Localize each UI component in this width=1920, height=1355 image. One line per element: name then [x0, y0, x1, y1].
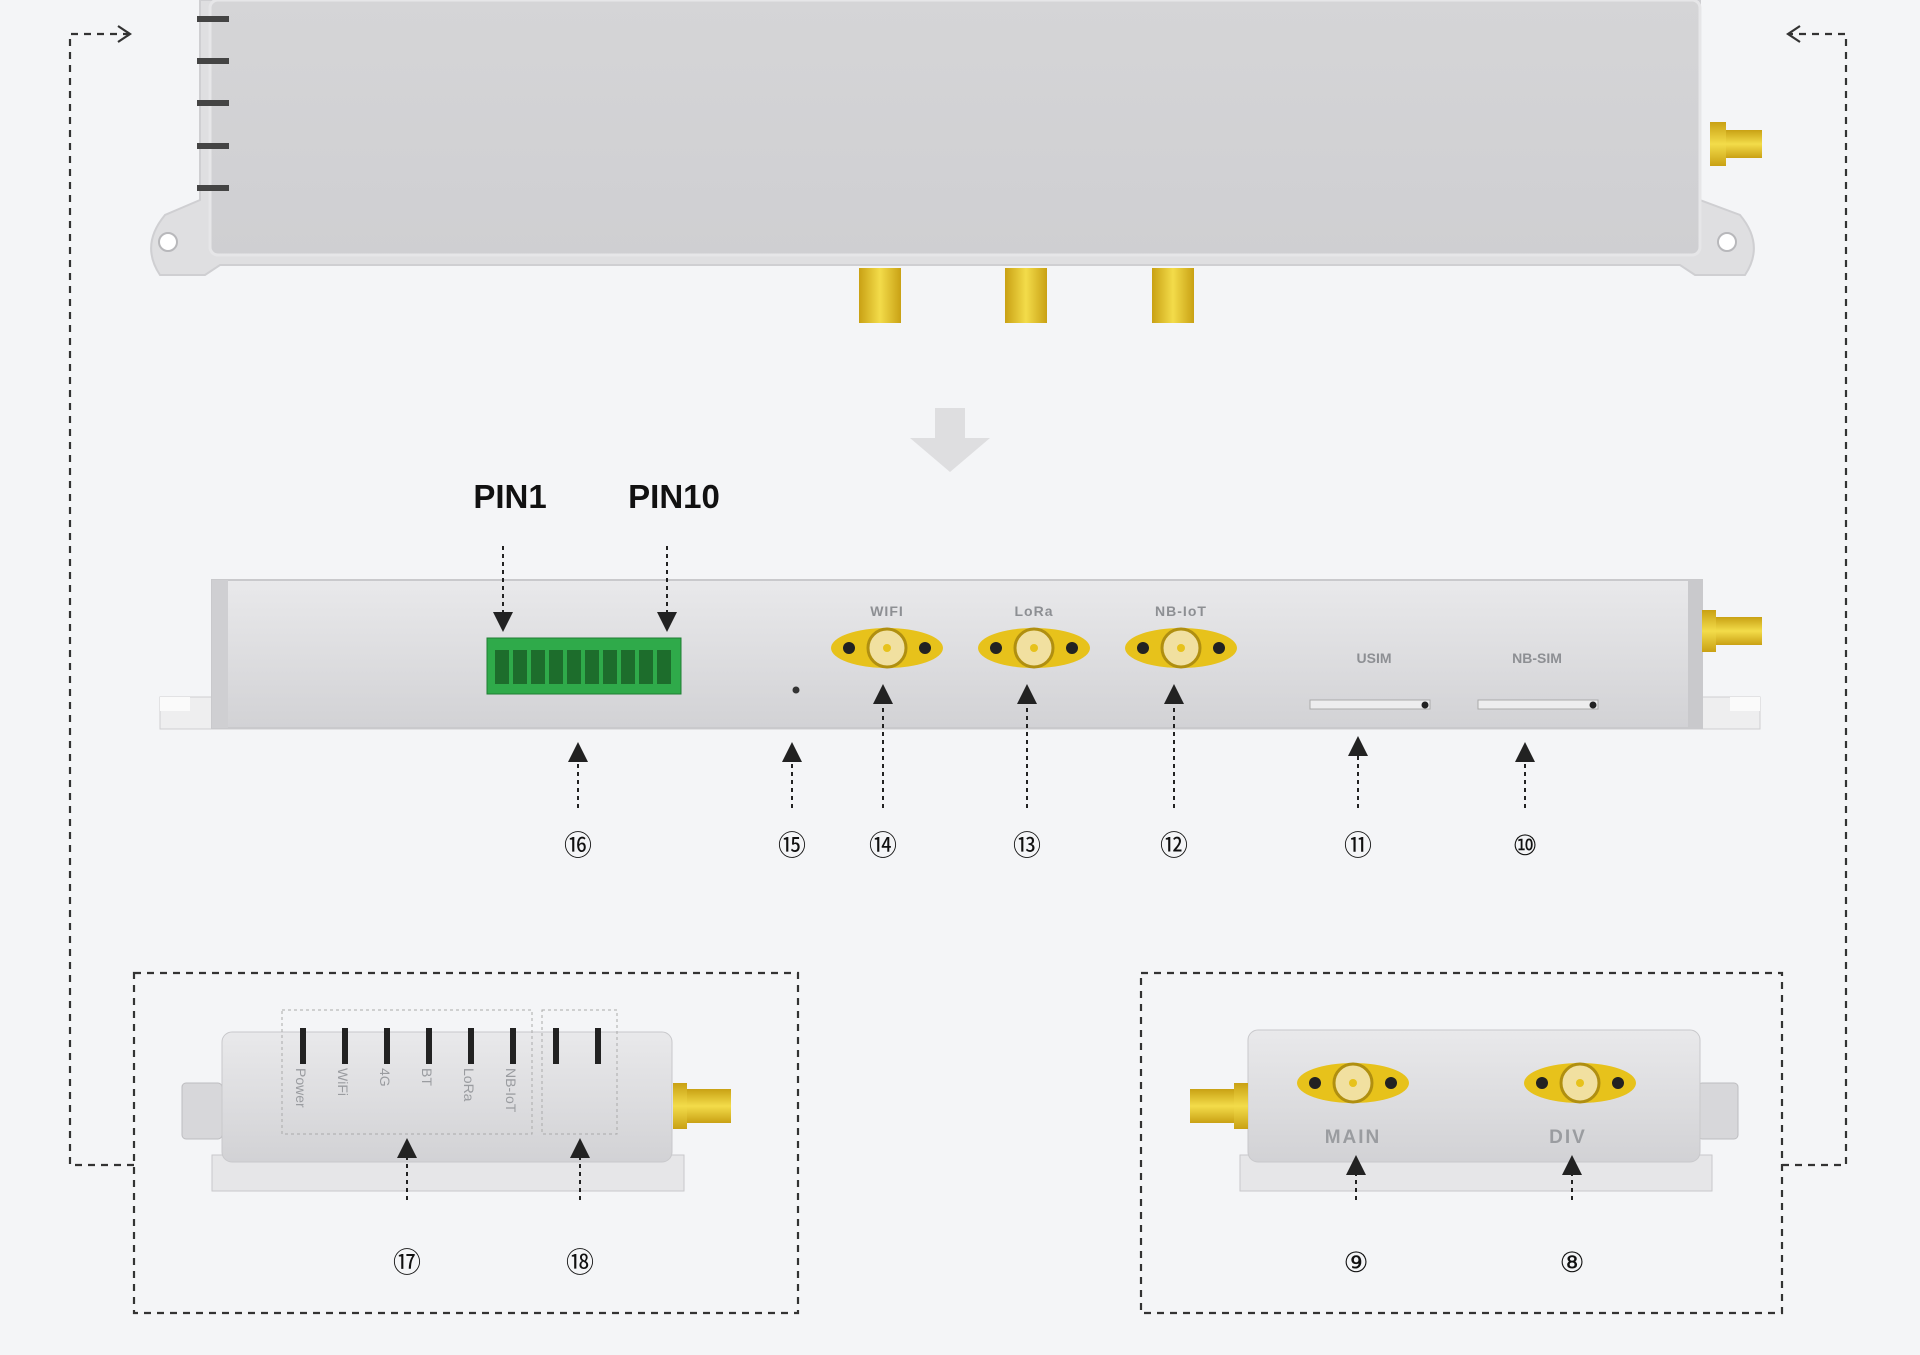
- callout-8: ⑧: [1559, 1247, 1584, 1278]
- callout-17: ⑰: [393, 1247, 421, 1278]
- left-connector-arrowhead: [117, 25, 132, 43]
- port-wifi-connector: [831, 627, 943, 669]
- callout-10: ⑩: [1512, 830, 1537, 861]
- led-label-power: Power: [293, 1068, 309, 1108]
- top-side-sma-connector: [1710, 122, 1762, 166]
- label-nbiot: NB-IoT: [1155, 603, 1207, 619]
- div-antenna-connector: [1524, 1062, 1636, 1104]
- callout-15: ⑮: [778, 830, 806, 861]
- down-arrow-icon: [910, 408, 990, 472]
- label-wifi: WIFI: [870, 603, 904, 619]
- led-label-4g: 4G: [377, 1068, 393, 1087]
- right-connector-arrowhead: [1786, 25, 1801, 43]
- right-connector-line: [1782, 32, 1848, 1167]
- callout-16: ⑯: [564, 830, 592, 861]
- label-main: MAIN: [1325, 1127, 1382, 1148]
- top-bottom-sma-connectors: [859, 268, 1194, 323]
- led-label-lora: LoRa: [461, 1068, 477, 1102]
- led-label-bt: BT: [419, 1068, 435, 1086]
- front-callout-pointers: [568, 684, 1535, 808]
- callout-12: ⑫: [1160, 830, 1188, 861]
- device-front-view: WIFI LoRa NB-IoT USIM NB-SIM: [159, 579, 1762, 730]
- label-pin10: PIN10: [628, 478, 720, 515]
- usim-slot: [1309, 699, 1431, 710]
- front-side-sma-connector: [1702, 610, 1762, 652]
- label-nbsim: NB-SIM: [1512, 650, 1562, 666]
- callout-18: ⑱: [566, 1247, 594, 1278]
- led-label-nbiot: NB-IoT: [503, 1068, 519, 1113]
- device-left-side-view: Power WiFi 4G BT LoRa NB-IoT: [181, 1009, 731, 1192]
- port-lora-connector: [978, 627, 1090, 669]
- label-div: DIV: [1549, 1127, 1587, 1148]
- label-usim: USIM: [1357, 650, 1392, 666]
- left-detail-frame: [132, 971, 800, 1315]
- nbsim-slot: [1477, 699, 1599, 710]
- main-antenna-connector: [1297, 1062, 1409, 1104]
- callout-9: ⑨: [1343, 1247, 1368, 1278]
- port-nbiot-connector: [1125, 627, 1237, 669]
- right-detail-frame: [1139, 971, 1784, 1315]
- device-right-side-view: MAIN DIV: [1190, 1029, 1739, 1192]
- terminal-block: [486, 637, 682, 695]
- label-lora: LoRa: [1015, 603, 1054, 619]
- top-vent-marks: [197, 16, 229, 191]
- led-label-wifi: WiFi: [335, 1068, 351, 1096]
- callout-13: ⑬: [1013, 830, 1041, 861]
- left-connector-line: [68, 32, 134, 1167]
- callout-11: ⑪: [1344, 830, 1372, 861]
- callout-14: ⑭: [869, 830, 897, 861]
- device-top-view: [150, 0, 1762, 323]
- label-pin1: PIN1: [473, 478, 546, 515]
- reset-hole: [792, 686, 800, 694]
